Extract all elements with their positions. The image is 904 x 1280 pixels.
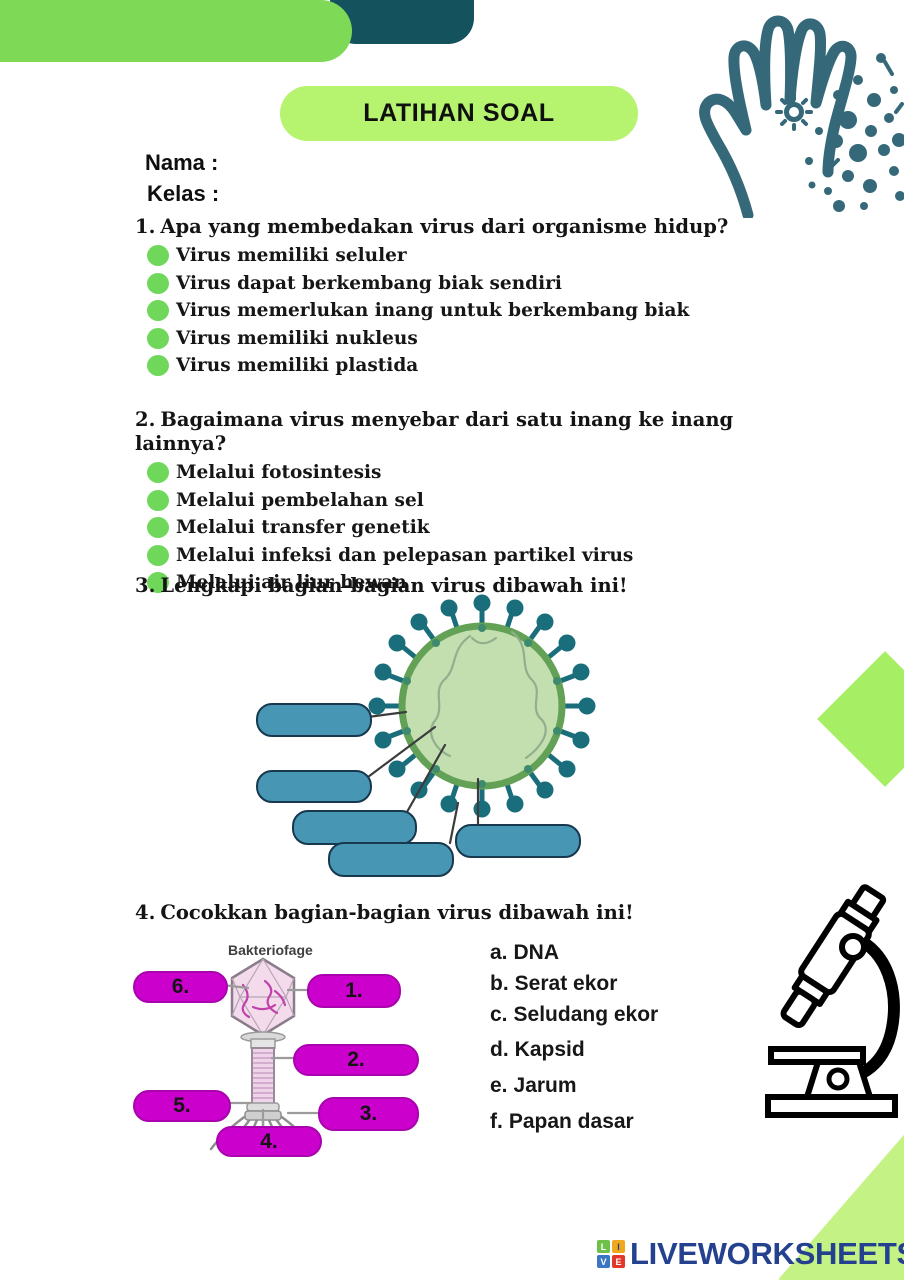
- question-3-text: Lengkapi bagian-bagian virus dibawah ini…: [160, 574, 628, 597]
- question-1-text: Apa yang membedakan virus dari organisme…: [160, 215, 729, 238]
- answer-option-a: a.DNA: [490, 941, 559, 965]
- logo-letter-i: I: [612, 1240, 625, 1253]
- q3-answer-box-1[interactable]: [256, 703, 372, 737]
- worksheet-title: LATIHAN SOAL: [363, 99, 555, 127]
- question-4: 4.Cocokkan bagian-bagian virus dibawah i…: [135, 901, 735, 925]
- top-green-shape: [0, 0, 352, 62]
- question-3-number: 3.: [135, 574, 156, 597]
- question-1-option-2[interactable]: Virus dapat berkembang biak sendiri: [147, 272, 735, 294]
- answer-label: Serat ekor: [514, 972, 618, 995]
- option-label: Virus memerlukan inang untuk berkembang …: [176, 300, 690, 322]
- answer-key: e.: [490, 1074, 508, 1097]
- hand-virus-illustration: [699, 15, 904, 218]
- radio-bullet-icon[interactable]: [147, 354, 169, 376]
- worksheet-title-pill: LATIHAN SOAL: [280, 86, 638, 141]
- microscope-illustration: [765, 884, 900, 1118]
- radio-bullet-icon[interactable]: [147, 544, 169, 566]
- logo-letter-l: L: [597, 1240, 610, 1253]
- question-1-option-5[interactable]: Virus memiliki plastida: [147, 354, 735, 376]
- option-label: Melalui pembelahan sel: [176, 489, 424, 511]
- option-label: Virus memiliki plastida: [176, 354, 419, 376]
- brand-name: LIVEWORKSHEETS: [630, 1236, 904, 1271]
- radio-bullet-icon[interactable]: [147, 489, 169, 511]
- answer-key: f.: [490, 1110, 503, 1133]
- answer-key: d.: [490, 1038, 509, 1061]
- question-2-option-4[interactable]: Melalui infeksi dan pelepasan partikel v…: [147, 544, 735, 566]
- name-label: Nama :: [145, 150, 219, 175]
- radio-bullet-icon[interactable]: [147, 327, 169, 349]
- answer-label: DNA: [513, 941, 560, 964]
- question-1-number: 1.: [135, 215, 156, 238]
- right-diamond-shape: [817, 651, 904, 787]
- option-label: Melalui fotosintesis: [176, 462, 382, 484]
- radio-bullet-icon[interactable]: [147, 462, 169, 484]
- radio-bullet-icon[interactable]: [147, 300, 169, 322]
- virus-diagram: [368, 594, 596, 818]
- question-4-number: 4.: [135, 901, 156, 924]
- question-2-text: Bagaimana virus menyebar dari satu inang…: [135, 408, 734, 455]
- option-label: Melalui transfer genetik: [176, 517, 430, 539]
- q4-answer-list: a.DNA b.Serat ekor c.Seludang ekor d.Kap…: [490, 938, 770, 1158]
- option-label: Virus memiliki seluler: [176, 245, 407, 267]
- q4-number-box-2[interactable]: 2.: [293, 1044, 419, 1076]
- radio-bullet-icon[interactable]: [147, 571, 169, 593]
- answer-option-f: f.Papan dasar: [490, 1110, 634, 1134]
- q3-answer-box-5[interactable]: [455, 824, 581, 858]
- radio-bullet-icon[interactable]: [147, 272, 169, 294]
- q4-number-box-5[interactable]: 5.: [133, 1090, 231, 1122]
- bacteriophage-caption: Bakteriofage: [228, 942, 313, 958]
- answer-label: Jarum: [513, 1074, 577, 1097]
- class-label: Kelas :: [147, 181, 220, 206]
- logo-letter-e: E: [612, 1255, 625, 1268]
- question-2-option-5[interactable]: Melalui air liur hewan: [147, 571, 735, 593]
- question-4-text: Cocokkan bagian-bagian virus dibawah ini…: [160, 901, 634, 924]
- liveworksheets-logo[interactable]: L I V E LIVEWORKSHEETS: [597, 1237, 904, 1271]
- question-2-option-2[interactable]: Melalui pembelahan sel: [147, 489, 735, 511]
- radio-bullet-icon[interactable]: [147, 517, 169, 539]
- q4-connector-lines: [221, 983, 320, 1130]
- option-label: Melalui infeksi dan pelepasan partikel v…: [176, 544, 634, 566]
- logo-letter-v: V: [597, 1255, 610, 1268]
- question-3: 3.Lengkapi bagian-bagian virus dibawah i…: [135, 574, 735, 598]
- q3-answer-box-2[interactable]: [256, 770, 372, 803]
- question-3-heading: 3.Lengkapi bagian-bagian virus dibawah i…: [135, 574, 735, 598]
- q3-answer-box-3[interactable]: [292, 810, 417, 845]
- radio-bullet-icon[interactable]: [147, 245, 169, 267]
- question-2: 2.Bagaimana virus menyebar dari satu ina…: [135, 408, 735, 593]
- answer-label: Seludang ekor: [513, 1003, 659, 1026]
- answer-option-b: b.Serat ekor: [490, 972, 617, 996]
- option-label: Virus memiliki nukleus: [176, 327, 418, 349]
- answer-key: a.: [490, 941, 508, 964]
- top-teal-shape: [330, 0, 474, 44]
- liveworksheets-logo-icon: L I V E: [597, 1240, 625, 1268]
- question-2-option-3[interactable]: Melalui transfer genetik: [147, 517, 735, 539]
- option-label: Melalui air liur hewan: [176, 571, 407, 593]
- answer-option-c: c.Seludang ekor: [490, 1003, 658, 1027]
- question-1-option-1[interactable]: Virus memiliki seluler: [147, 245, 735, 267]
- answer-option-d: d.Kapsid: [490, 1038, 585, 1062]
- q3-answer-box-4[interactable]: [328, 842, 454, 877]
- q4-number-box-1[interactable]: 1.: [307, 974, 401, 1008]
- question-1-option-4[interactable]: Virus memiliki nukleus: [147, 327, 735, 349]
- answer-label: Kapsid: [514, 1038, 585, 1061]
- question-2-number: 2.: [135, 408, 156, 431]
- question-2-heading: 2.Bagaimana virus menyebar dari satu ina…: [135, 408, 735, 456]
- option-label: Virus dapat berkembang biak sendiri: [176, 272, 562, 294]
- q4-number-box-4[interactable]: 4.: [216, 1126, 322, 1157]
- q4-number-box-3[interactable]: 3.: [318, 1097, 419, 1131]
- q4-number-box-6[interactable]: 6.: [133, 971, 228, 1003]
- question-2-option-1[interactable]: Melalui fotosintesis: [147, 462, 735, 484]
- answer-label: Papan dasar: [508, 1110, 634, 1133]
- question-4-heading: 4.Cocokkan bagian-bagian virus dibawah i…: [135, 901, 735, 925]
- answer-key: b.: [490, 972, 509, 995]
- answer-key: c.: [490, 1003, 508, 1026]
- answer-option-e: e.Jarum: [490, 1074, 577, 1098]
- question-1-heading: 1.Apa yang membedakan virus dari organis…: [135, 215, 735, 239]
- question-1: 1.Apa yang membedakan virus dari organis…: [135, 215, 735, 376]
- q3-connector-lines: [366, 710, 480, 845]
- question-1-option-3[interactable]: Virus memerlukan inang untuk berkembang …: [147, 300, 735, 322]
